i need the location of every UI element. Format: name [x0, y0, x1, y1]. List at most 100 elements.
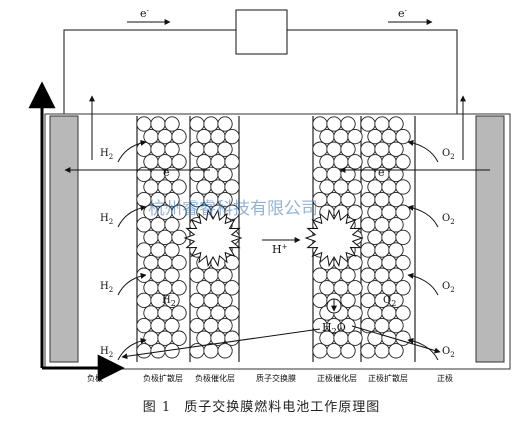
- pore-circle: [203, 166, 219, 183]
- pore-circle: [210, 179, 226, 195]
- pore-circle: [312, 343, 328, 359]
- pore-circle: [374, 242, 390, 258]
- pore-circle: [340, 343, 356, 359]
- pore-circle: [189, 166, 205, 183]
- external-circuit: [63, 9, 458, 114]
- pore-circle: [312, 166, 328, 183]
- pore-circle: [224, 204, 240, 220]
- pore-circle: [157, 179, 173, 195]
- pore-circle: [333, 154, 349, 170]
- pore-circle: [164, 166, 180, 183]
- pore-circle: [381, 204, 397, 220]
- pore-circle: [333, 179, 349, 195]
- svg-text:H+: H+: [272, 243, 288, 256]
- pore-circle: [150, 141, 166, 157]
- pore-circle: [203, 267, 219, 283]
- figure-title: 质子交换膜燃料电池工作原理图: [184, 400, 381, 415]
- pore-circle: [367, 229, 383, 246]
- pore-circle: [319, 128, 335, 145]
- pore-circle: [360, 141, 376, 157]
- pore-circle: [136, 242, 152, 258]
- porous-layers: [136, 116, 411, 359]
- pore-circle: [171, 254, 187, 271]
- pore-circle: [360, 267, 376, 283]
- o2-label: O2: [442, 148, 455, 161]
- pore-circle: [150, 317, 166, 334]
- pore-circle: [217, 141, 233, 157]
- pore-circle: [388, 292, 404, 309]
- pore-circle: [196, 280, 212, 296]
- pore-circle: [312, 292, 328, 309]
- pore-circle: [340, 191, 356, 208]
- pore-circle: [136, 343, 152, 359]
- cathode-electron-flow: e-: [339, 166, 490, 179]
- h2-label: H2: [100, 346, 113, 359]
- pore-circle: [381, 280, 397, 296]
- pore-circle: [217, 292, 233, 309]
- layer-label: 正极: [437, 373, 453, 383]
- pore-circle: [164, 292, 180, 309]
- pore-circle: [224, 179, 240, 195]
- pore-circle: [203, 292, 219, 309]
- pore-circle: [217, 191, 233, 208]
- h2-label: H2: [100, 281, 113, 294]
- pore-circle: [217, 116, 233, 132]
- pore-circle: [388, 242, 404, 258]
- pore-circle: [150, 217, 166, 233]
- pore-circle: [340, 317, 356, 334]
- pore-circle: [326, 141, 342, 157]
- pore-circle: [150, 242, 166, 258]
- pore-circle: [143, 179, 159, 195]
- pore-circle: [395, 254, 411, 271]
- pore-circle: [367, 204, 383, 220]
- pore-circle: [196, 330, 212, 346]
- pore-circle: [189, 292, 205, 309]
- inner-o2-label: O2: [383, 295, 396, 308]
- pore-circle: [196, 305, 212, 321]
- svg-text:e-: e-: [398, 7, 408, 20]
- pore-circle: [224, 305, 240, 321]
- pore-circle: [164, 141, 180, 157]
- pore-circle: [312, 141, 328, 157]
- pore-circle: [224, 128, 240, 145]
- load-box: [235, 9, 288, 55]
- pore-circle: [388, 267, 404, 283]
- pore-circle: [164, 317, 180, 334]
- proton-flow: H+: [262, 237, 301, 256]
- pore-circle: [374, 317, 390, 334]
- pore-circle: [381, 128, 397, 145]
- pore-circle: [395, 154, 411, 170]
- pore-circle: [367, 305, 383, 321]
- pore-circle: [326, 116, 342, 132]
- h2-inflow-arrow: [117, 204, 147, 228]
- pore-circle: [340, 116, 356, 132]
- pore-circle: [374, 343, 390, 359]
- pore-circle: [395, 204, 411, 220]
- pore-circle: [388, 166, 404, 183]
- pore-circle: [395, 305, 411, 321]
- pore-circle: [189, 267, 205, 283]
- pore-circle: [203, 317, 219, 334]
- water-product: H2O: [121, 298, 441, 360]
- pore-circle: [319, 154, 335, 170]
- svg-text:e-: e-: [163, 166, 173, 179]
- pore-circle: [143, 254, 159, 271]
- pore-circle: [189, 141, 205, 157]
- svg-text:H2O: H2O: [322, 321, 346, 336]
- pore-circle: [203, 116, 219, 132]
- pore-circle: [217, 343, 233, 359]
- pore-circle: [340, 292, 356, 309]
- pore-circle: [340, 166, 356, 183]
- pore-circle: [374, 141, 390, 157]
- pore-circle: [217, 317, 233, 334]
- pore-circle: [143, 128, 159, 145]
- pore-circle: [381, 254, 397, 271]
- pore-circle: [395, 280, 411, 296]
- circuit-electron-arrow-right: e-: [388, 7, 433, 25]
- pore-circle: [196, 179, 212, 195]
- pore-circle: [203, 343, 219, 359]
- pore-circle: [171, 330, 187, 346]
- h2-label: H2: [100, 148, 113, 161]
- pore-circle: [333, 128, 349, 145]
- pore-circle: [171, 128, 187, 145]
